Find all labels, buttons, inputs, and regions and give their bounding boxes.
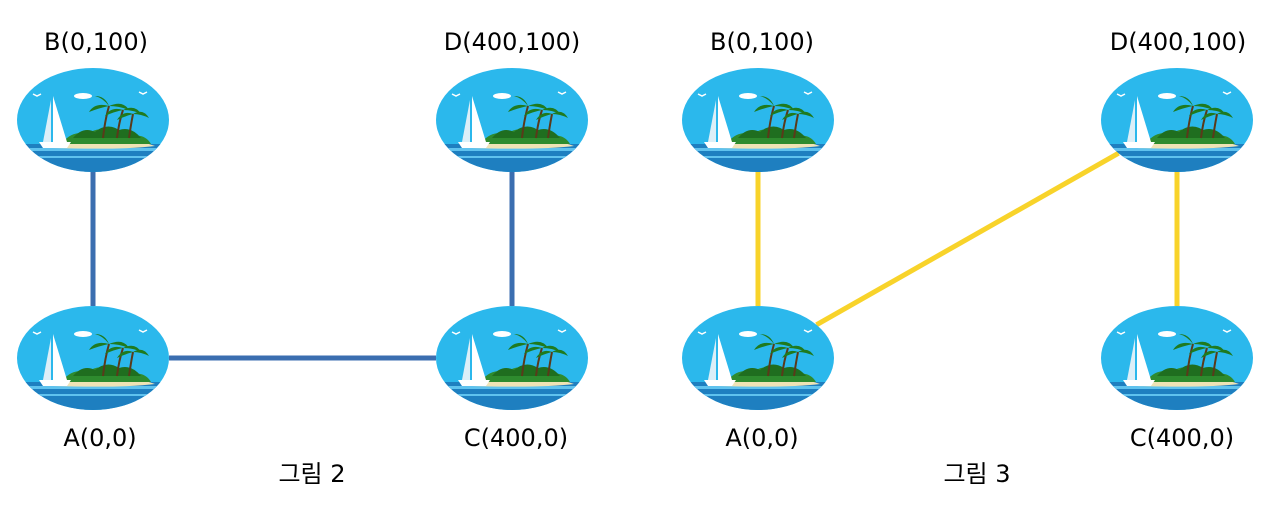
nodes-layer	[13, 64, 1257, 414]
figure-caption: 그림 2	[278, 460, 345, 488]
node-d-island-icon	[1097, 64, 1257, 176]
node-label-a: A(0,0)	[725, 424, 798, 452]
node-d-island-icon	[432, 64, 592, 176]
figure-caption: 그림 3	[943, 460, 1010, 488]
node-label-d: D(400,100)	[444, 28, 580, 56]
node-label-b: B(0,100)	[44, 28, 148, 56]
node-c-island-icon	[432, 302, 592, 414]
node-label-c: C(400,0)	[464, 424, 568, 452]
edge-a-d-fig3	[815, 151, 1120, 327]
node-label-a: A(0,0)	[63, 424, 136, 452]
node-b-island-icon	[13, 64, 173, 176]
node-label-d: D(400,100)	[1110, 28, 1246, 56]
labels-layer: B(0,100) D(400,100) A(0,0) C(400,0) 그림 2 B(0,…	[44, 28, 1246, 488]
edges-layer	[90, 151, 1180, 361]
node-b-island-icon	[678, 64, 838, 176]
node-a-island-icon	[678, 302, 838, 414]
node-label-b: B(0,100)	[710, 28, 814, 56]
node-c-island-icon	[1097, 302, 1257, 414]
node-a-island-icon	[13, 302, 173, 414]
node-label-c: C(400,0)	[1130, 424, 1234, 452]
